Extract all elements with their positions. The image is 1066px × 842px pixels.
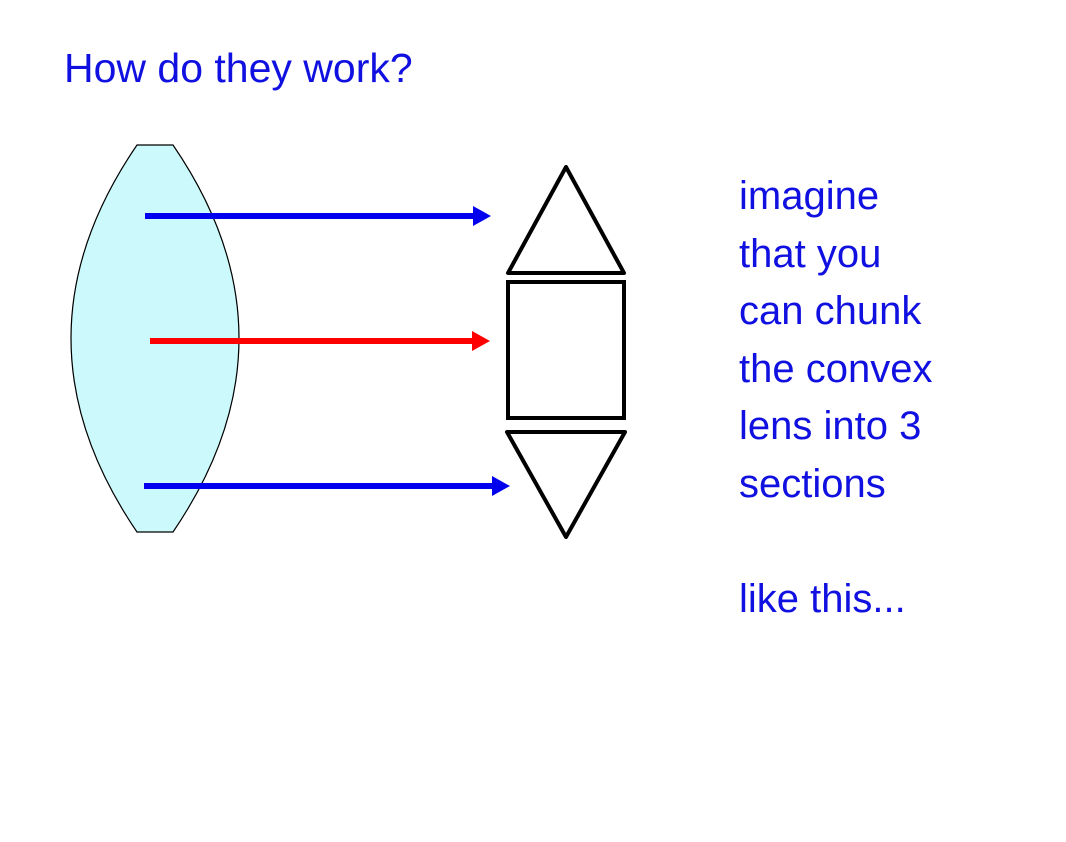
caption-line: the convex (739, 346, 933, 391)
caption-line: imagine (739, 174, 880, 218)
caption-footer: like this... (739, 577, 906, 622)
top-ray (145, 206, 491, 226)
slide-title: How do they work? (64, 45, 413, 91)
caption-line: sections (739, 461, 886, 506)
caption-spacer (739, 514, 932, 572)
caption-text: imagine that you can chunk the convex le… (739, 168, 932, 629)
top-prism-triangle (506, 165, 626, 275)
bottom-prism-triangle (505, 430, 627, 539)
caption-line: lens into 3 (739, 404, 922, 449)
middle-ray (150, 331, 490, 351)
middle-rectangle-block (506, 280, 626, 420)
bottom-ray (144, 476, 510, 496)
caption-line: that you (739, 231, 882, 276)
caption-line: can chunk (739, 289, 922, 334)
